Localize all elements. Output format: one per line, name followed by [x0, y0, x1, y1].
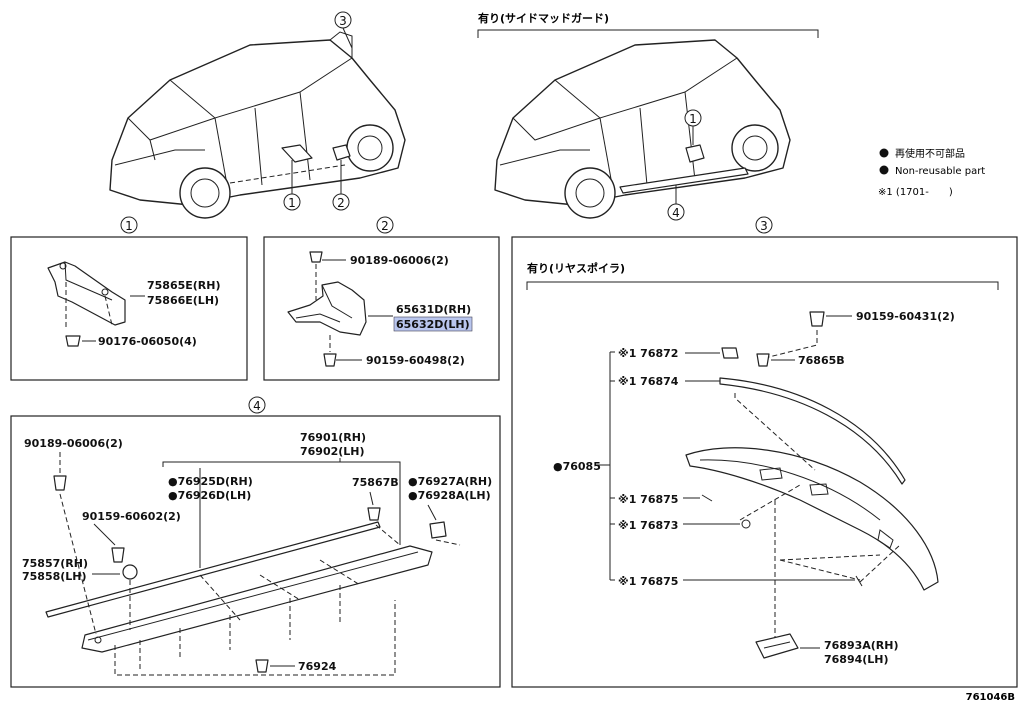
panel-4: 90189-06006(2) 90159-60602(2) 75857(RH) … [10, 415, 501, 688]
part-label: ●76925D(RH) [168, 475, 253, 488]
callout-2-car-left: 2 [332, 160, 350, 211]
header-rear-spoiler: 有り(リヤスポイラ) [527, 261, 625, 275]
part-label-highlighted: 65632D(LH) [396, 318, 470, 331]
part-label: 76865B [798, 354, 845, 367]
panel-3: 有り(リヤスポイラ) 90159-60431(2) 76865B ※1 7687… [511, 236, 1018, 688]
part-label: 76893A(RH) [824, 639, 899, 652]
part-label: 76894(LH) [824, 653, 889, 666]
car-right-illustration [494, 39, 791, 219]
callout-3-top-left: 3 [334, 11, 353, 49]
screw-part [111, 547, 125, 563]
panel-number-4: 4 [248, 396, 266, 414]
clip-part [65, 335, 81, 347]
part-label: 75865E(RH) [147, 279, 221, 292]
callout-label: 1 [689, 112, 697, 126]
side-moulding-lower-part [81, 545, 433, 653]
part-label: ●76926D(LH) [168, 489, 251, 502]
callout-label: 2 [381, 219, 389, 233]
bracket-side-mudguard [477, 29, 819, 38]
part-label: 76902(LH) [300, 445, 365, 458]
clip-part [53, 475, 67, 491]
side-moulding-upper-part [45, 521, 381, 618]
panel-1: 75865E(RH) 75866E(LH) 90176-06050(4) [10, 236, 248, 381]
panel-number-3: 3 [755, 216, 773, 234]
callout-label: 1 [125, 219, 133, 233]
part-label: ※1 76875 [618, 575, 678, 588]
screw-part [323, 353, 337, 367]
legend-en: Non-reusable part [895, 166, 985, 177]
bullet-icon [879, 148, 889, 158]
part-label: 90159-60431(2) [856, 310, 955, 323]
car-left-illustration [109, 31, 406, 219]
mudguard-part [287, 281, 367, 336]
part-label: 90159-60498(2) [366, 354, 465, 367]
part-label: 76901(RH) [300, 431, 366, 444]
callout-label: 2 [337, 196, 345, 210]
callout-1-car-right: 1 [684, 109, 702, 145]
part-label: ※1 76873 [618, 519, 678, 532]
spoiler-seal-part [719, 377, 906, 485]
rear-spoiler-part [685, 447, 939, 591]
callout-1-car-left: 1 [283, 160, 301, 211]
callout-label: 4 [253, 399, 261, 413]
part-label: 65631D(RH) [396, 303, 471, 316]
part-label: ●76927A(RH) [408, 475, 492, 488]
part-label: 75866E(LH) [147, 294, 219, 307]
highlight-65632D [393, 316, 473, 332]
callout-4-car-right: 4 [667, 185, 685, 221]
panel-number-1: 1 [120, 216, 138, 234]
clip-part [255, 659, 269, 673]
legend-note: ※1 (1701- ) [878, 187, 953, 198]
part-label: ※1 76874 [618, 375, 679, 388]
part-label: 90159-60602(2) [82, 510, 181, 523]
pad-part [721, 347, 739, 359]
part-label: 75858(LH) [22, 570, 87, 583]
screw-part [309, 251, 323, 263]
part-label: ●76928A(LH) [408, 489, 491, 502]
screw-part [809, 311, 825, 327]
callout-label: 4 [672, 206, 680, 220]
clip-part [367, 507, 381, 521]
part-label: 76924 [298, 660, 337, 673]
end-cap-part [429, 521, 447, 539]
part-label: 75857(RH) [22, 557, 88, 570]
part-label: 75867B [352, 476, 399, 489]
part-label: 90176-06050(4) [98, 335, 197, 348]
part-label: ※1 76875 [618, 493, 678, 506]
part-label: ※1 76872 [618, 347, 678, 360]
sill-bracket-part [47, 261, 126, 326]
callout-label: 3 [760, 219, 768, 233]
callout-label: 1 [288, 196, 296, 210]
legend-jp: 再使用不可部品 [895, 147, 965, 160]
part-label: ●76085 [553, 460, 601, 473]
panel-2: 90189-06006(2) 65631D(RH) 65632D(LH) 901… [263, 236, 500, 381]
bracket-rear-spoiler [526, 281, 999, 290]
grommet-part [756, 353, 770, 367]
part-label: 90189-06006(2) [350, 254, 449, 267]
header-side-mudguard: 有り(サイドマッドガード) [478, 11, 609, 25]
cap-part [122, 564, 138, 580]
diagram-code: 761046B [966, 692, 1015, 703]
bracket-part [755, 633, 799, 659]
part-label: 90189-06006(2) [24, 437, 123, 450]
bullet-icon [879, 165, 889, 175]
legend: 再使用不可部品 Non-reusable part ※1 (1701- ) [878, 147, 985, 198]
panel-number-2: 2 [376, 216, 394, 234]
callout-label: 3 [339, 14, 347, 28]
